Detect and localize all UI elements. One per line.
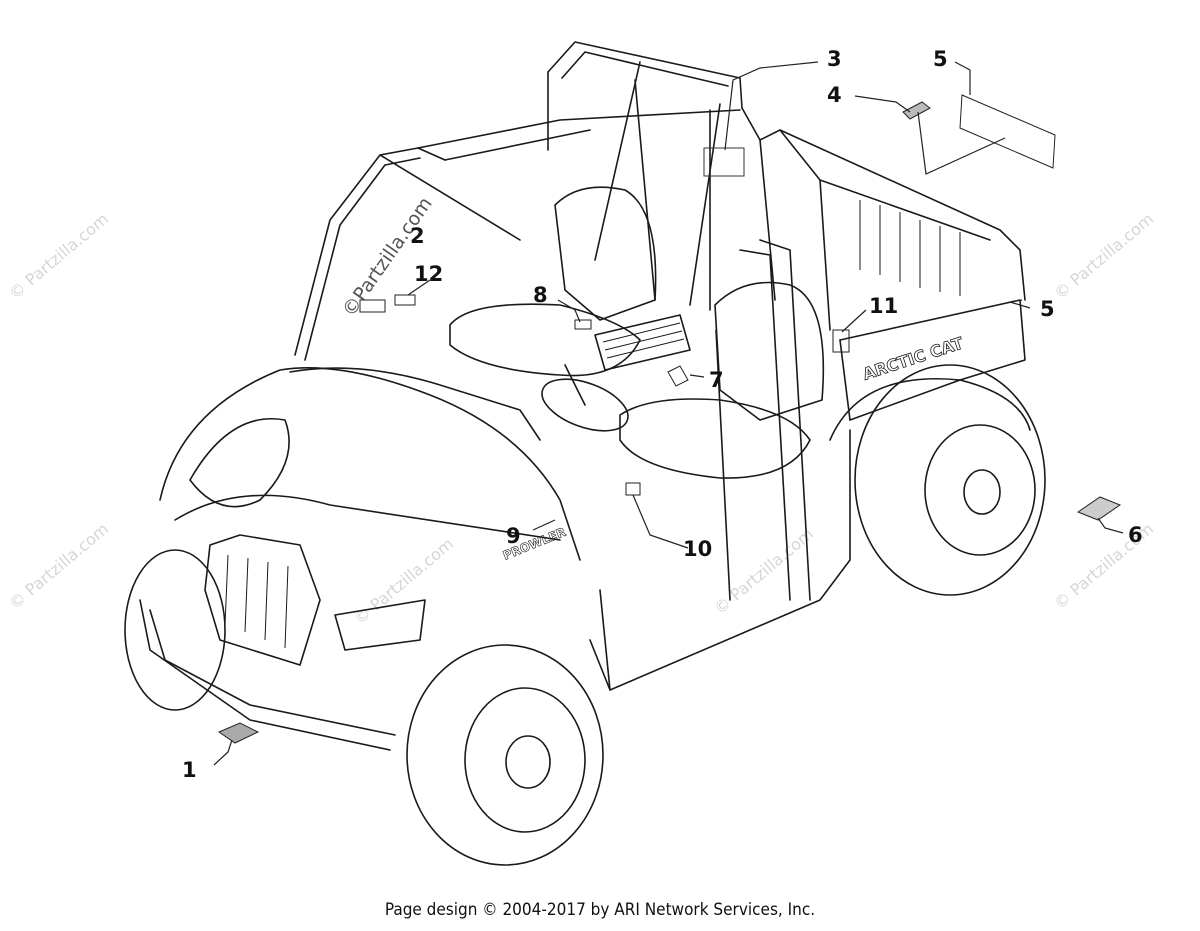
decal-3 [703, 147, 745, 177]
bed-decal-text: ARCTIC CAT [860, 333, 965, 383]
decal-10 [625, 482, 641, 496]
watermark: © Partzilla.com [5, 209, 112, 303]
decal-4 [902, 101, 931, 120]
callout-7: 7 [709, 368, 724, 392]
page-footer: Page design © 2004-2017 by ARI Network S… [384, 900, 816, 920]
callout-3: 3 [827, 47, 842, 71]
callout-5-side: 5 [1040, 297, 1055, 321]
callout-12: 12 [414, 262, 443, 286]
callout-labels: 1 2 3 4 5 5 6 7 8 9 10 11 12 [182, 47, 1143, 782]
callout-11: 11 [869, 294, 898, 318]
callout-8: 8 [533, 283, 548, 307]
decal-12 [394, 294, 416, 306]
vehicle-drawing: ARCTIC CAT PROWLER [124, 41, 1046, 866]
center-watermark: ©Partzilla.com [338, 193, 437, 321]
callout-2: 2 [410, 224, 425, 248]
callout-9: 9 [506, 524, 521, 548]
decal-11 [832, 329, 850, 353]
decal-2 [359, 299, 386, 313]
decal-shapes [217, 94, 1122, 744]
watermarks: © Partzilla.com © Partzilla.com © Partzi… [5, 209, 1157, 628]
watermark: © Partzilla.com [350, 534, 457, 628]
callout-5-top: 5 [933, 47, 948, 71]
leader-lines [213, 61, 1124, 766]
watermark: © Partzilla.com [5, 519, 112, 613]
callout-1: 1 [182, 758, 197, 782]
callout-10: 10 [683, 537, 712, 561]
decal-6 [1076, 496, 1122, 521]
decal-8 [574, 319, 592, 330]
callout-4: 4 [827, 83, 842, 107]
decal-7 [667, 365, 689, 387]
decal-1 [217, 722, 260, 744]
decal-5-bed [959, 94, 1056, 169]
parts-diagram: © Partzilla.com © Partzilla.com © Partzi… [5, 41, 1157, 866]
watermark: © Partzilla.com [1050, 209, 1157, 303]
callout-6: 6 [1128, 523, 1143, 547]
